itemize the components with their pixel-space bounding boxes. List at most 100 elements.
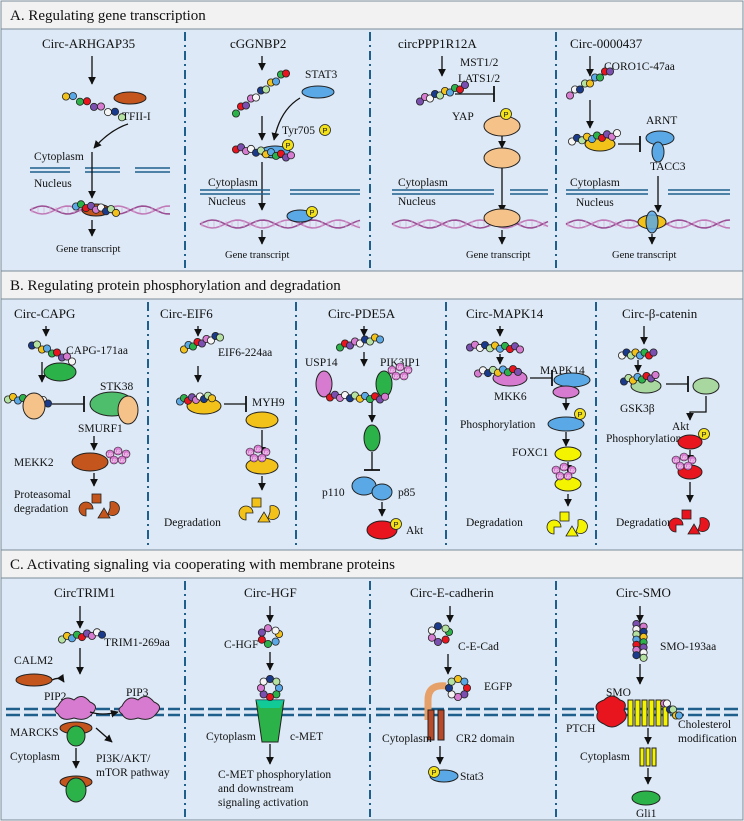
bead — [427, 626, 436, 635]
bead — [43, 344, 52, 353]
label: degradation — [14, 503, 69, 515]
label: Cytoplasm — [382, 733, 432, 745]
col-title: CircTRIM1 — [54, 585, 115, 600]
col-title: Circ-HGF — [244, 585, 297, 600]
svg-text:P: P — [285, 141, 290, 150]
yap-protein — [483, 115, 521, 137]
svg-text:Ub: Ub — [263, 450, 269, 455]
circrna-beads — [618, 348, 658, 360]
svg-text:P: P — [431, 768, 436, 777]
col-a3: circPPP1R12A MST1/2 LATS1/2 YAP P Cytopl… — [391, 36, 549, 261]
label: p85 — [398, 487, 416, 499]
col-title: Circ-0000437 — [570, 36, 643, 51]
label: CR2 domain — [456, 733, 515, 745]
label: Cytoplasm — [580, 751, 630, 763]
akt-protein — [366, 520, 398, 540]
label: Degradation — [466, 517, 523, 529]
bead — [76, 97, 85, 106]
label: FOXC1 — [512, 447, 549, 459]
svg-text:P: P — [701, 430, 706, 439]
mapk14-protein — [553, 372, 591, 388]
bead — [586, 79, 595, 88]
smo-receptor — [627, 699, 669, 727]
section-c-title: C. Activating signaling via cooperating … — [10, 557, 395, 573]
label: Cytoplasm — [208, 177, 258, 189]
bead — [441, 635, 450, 644]
label: Nucleus — [576, 197, 614, 209]
dna-strand — [565, 219, 731, 229]
bead — [649, 348, 658, 357]
circrna-beads — [72, 200, 121, 217]
bead — [460, 677, 469, 686]
cell-membrane — [562, 707, 738, 717]
svg-text:P: P — [309, 208, 314, 217]
label: MEKK2 — [14, 457, 54, 469]
label: Gene transcript — [466, 250, 531, 261]
label: Cytoplasm — [34, 151, 84, 163]
circrna-beads — [231, 143, 295, 162]
label: MYH9 — [252, 397, 285, 409]
label: MARCKS — [10, 727, 59, 739]
label: Cytoplasm — [206, 731, 256, 743]
col-title: circPPP1R12A — [398, 36, 477, 51]
calm2-protein — [15, 673, 53, 687]
bead — [98, 630, 107, 639]
label: Akt — [672, 421, 690, 433]
phospho-icon: P — [500, 108, 512, 120]
bead — [613, 129, 622, 138]
svg-text:Ub: Ub — [389, 368, 395, 373]
label: MST1/2 — [460, 57, 499, 69]
circrna-beads — [256, 675, 283, 702]
bead — [207, 394, 216, 403]
label: USP14 — [305, 357, 338, 369]
bead — [257, 628, 266, 637]
label: Nucleus — [398, 196, 436, 208]
svg-text:Ub: Ub — [565, 474, 571, 479]
label: TACC3 — [650, 161, 686, 173]
label: TRIM1-269aa — [104, 637, 170, 649]
circrna-beads — [58, 628, 107, 644]
label: SMURF1 — [78, 423, 123, 435]
nuclear-membrane — [200, 189, 360, 195]
label: GSK3β — [620, 403, 655, 415]
tfii-i-protein — [113, 91, 147, 105]
bead — [111, 107, 120, 116]
svg-text:Ub: Ub — [553, 468, 559, 473]
section-c-header — [0, 549, 744, 579]
col-title: Circ-ARHGAP35 — [42, 36, 135, 51]
section-c-panel — [0, 549, 744, 821]
label: YAP — [452, 111, 474, 123]
bead — [231, 109, 240, 118]
col-a2: cGGNBP2 STAT3 Tyr705 P P Cytoplasm Nucle… — [199, 36, 361, 261]
bead — [566, 91, 575, 100]
svg-text:Ub: Ub — [115, 449, 121, 454]
bead — [576, 85, 585, 94]
bead — [516, 345, 525, 354]
label: Nucleus — [34, 178, 72, 190]
bead — [33, 340, 42, 349]
label: STAT3 — [305, 69, 338, 81]
phospho-icon: P — [698, 428, 710, 440]
phospho-icon: P — [319, 124, 331, 136]
label: ARNT — [646, 115, 677, 127]
col-title: Circ-EIF6 — [160, 306, 213, 321]
label: Phosphorylation — [606, 433, 682, 445]
circrna-beads — [620, 370, 660, 386]
phospho-icon: P — [282, 139, 294, 151]
bead — [83, 97, 92, 106]
label: Cholesterol — [678, 719, 731, 731]
bead — [460, 81, 469, 90]
nuclear-membrane — [392, 189, 548, 195]
col-c4: Circ-SMO SMO-193aa SMO PTCH Cholesterol … — [562, 585, 738, 820]
bead — [261, 85, 270, 94]
label: Phosphorylation — [460, 419, 536, 431]
label: Tyr705 — [282, 125, 315, 137]
svg-text:Ub: Ub — [111, 458, 117, 463]
degradation-fragments-icon — [78, 493, 120, 519]
circrna-beads — [444, 675, 471, 702]
nuclear-membrane — [566, 189, 730, 195]
circrna-beads — [465, 340, 525, 354]
bead — [53, 348, 62, 357]
label: p110 — [322, 487, 345, 499]
